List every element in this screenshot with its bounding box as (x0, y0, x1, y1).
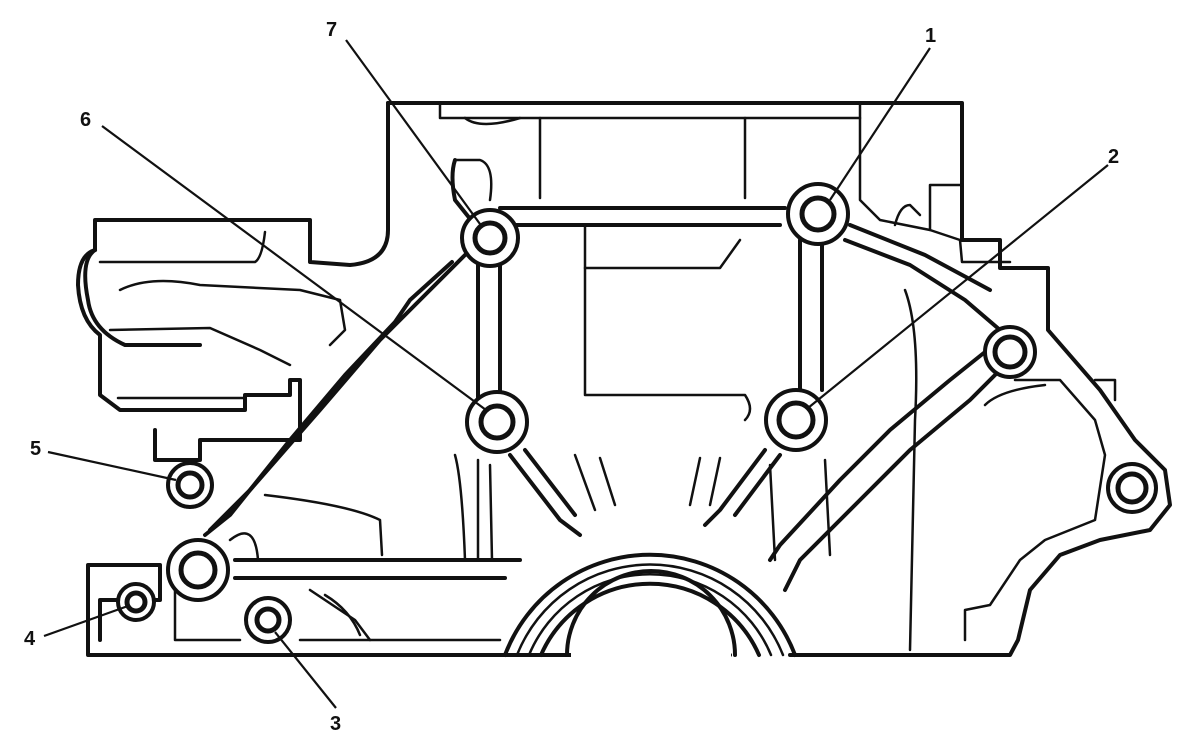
bolt-hole-5 (175, 470, 205, 500)
leader-line-4 (43, 604, 129, 638)
callout-4: 4 (24, 628, 36, 650)
leader-line-7 (345, 39, 481, 225)
callout-1: 1 (925, 25, 936, 47)
callout-7: 7 (326, 19, 337, 41)
bolt-hole-3 (254, 606, 282, 634)
crankshaft-seal-bore (503, 552, 797, 662)
leader-line-3 (274, 631, 337, 709)
casting-outline (76, 101, 1172, 657)
bolt-hole-1 (799, 195, 837, 233)
dowel-hole-left (178, 550, 218, 590)
leader-line-6 (101, 125, 487, 411)
bolt-hole-4 (124, 590, 148, 614)
leader-line-2 (807, 164, 1109, 409)
callout-3: 3 (330, 713, 341, 735)
callout-6: 6 (80, 109, 91, 131)
bolt-hole-6 (478, 403, 516, 441)
callout-5: 5 (30, 438, 41, 460)
leader-line-5 (47, 450, 177, 482)
mount-hole-right (1115, 471, 1149, 505)
leader-line-1 (829, 47, 931, 201)
dowel-hole-right (992, 334, 1028, 370)
bolt-hole-7 (472, 220, 508, 256)
callout-2: 2 (1108, 146, 1119, 168)
callout-labels: 1 2 3 4 5 6 7 (24, 19, 1119, 735)
bolt-hole-2 (776, 400, 816, 440)
leader-lines (43, 39, 1109, 709)
